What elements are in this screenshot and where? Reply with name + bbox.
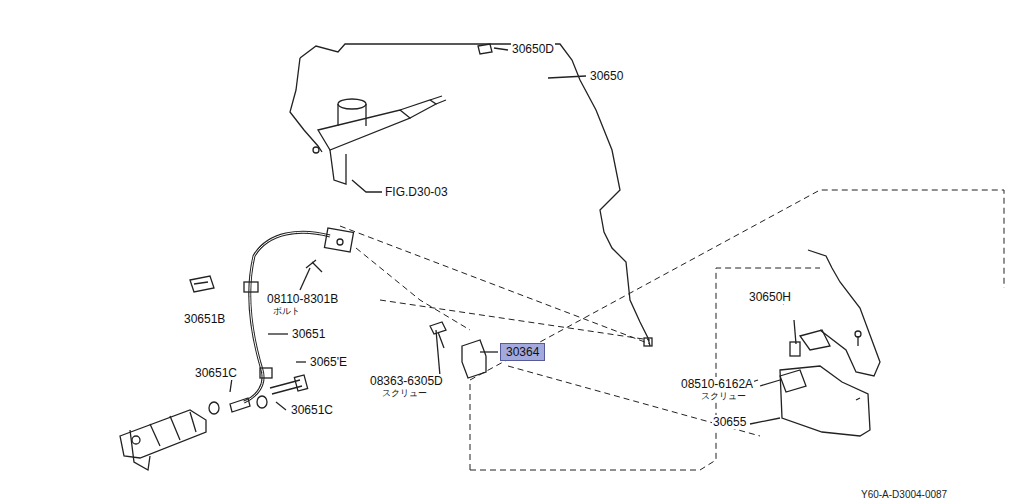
part-number: ボルト — [272, 306, 301, 317]
part-number: 30651 — [291, 327, 326, 341]
part-number: 30650 — [589, 69, 624, 83]
part-number: 30650D — [511, 42, 555, 56]
part-number: FIG.D30-03 — [384, 185, 449, 199]
diagram-code: Y60-A-D3004-0087 — [860, 488, 948, 502]
part-number: 30651B — [183, 312, 226, 326]
part-number: 08110-8301B — [266, 292, 339, 306]
part-number: 3065'E — [309, 355, 348, 369]
part-number: 30655 — [712, 415, 747, 429]
part-number: 30651C — [194, 366, 238, 380]
part-number: 30650H — [748, 290, 792, 304]
part-number: 30364 — [506, 345, 539, 359]
part-number: 30651C — [290, 403, 334, 417]
part-number: スクリュー — [381, 388, 428, 399]
highlighted-part: 30364 — [500, 343, 545, 361]
part-number: 08363-6305D — [369, 374, 444, 388]
part-number: 08510-6162A — [680, 377, 754, 391]
part-number: スクリュー — [700, 391, 747, 402]
